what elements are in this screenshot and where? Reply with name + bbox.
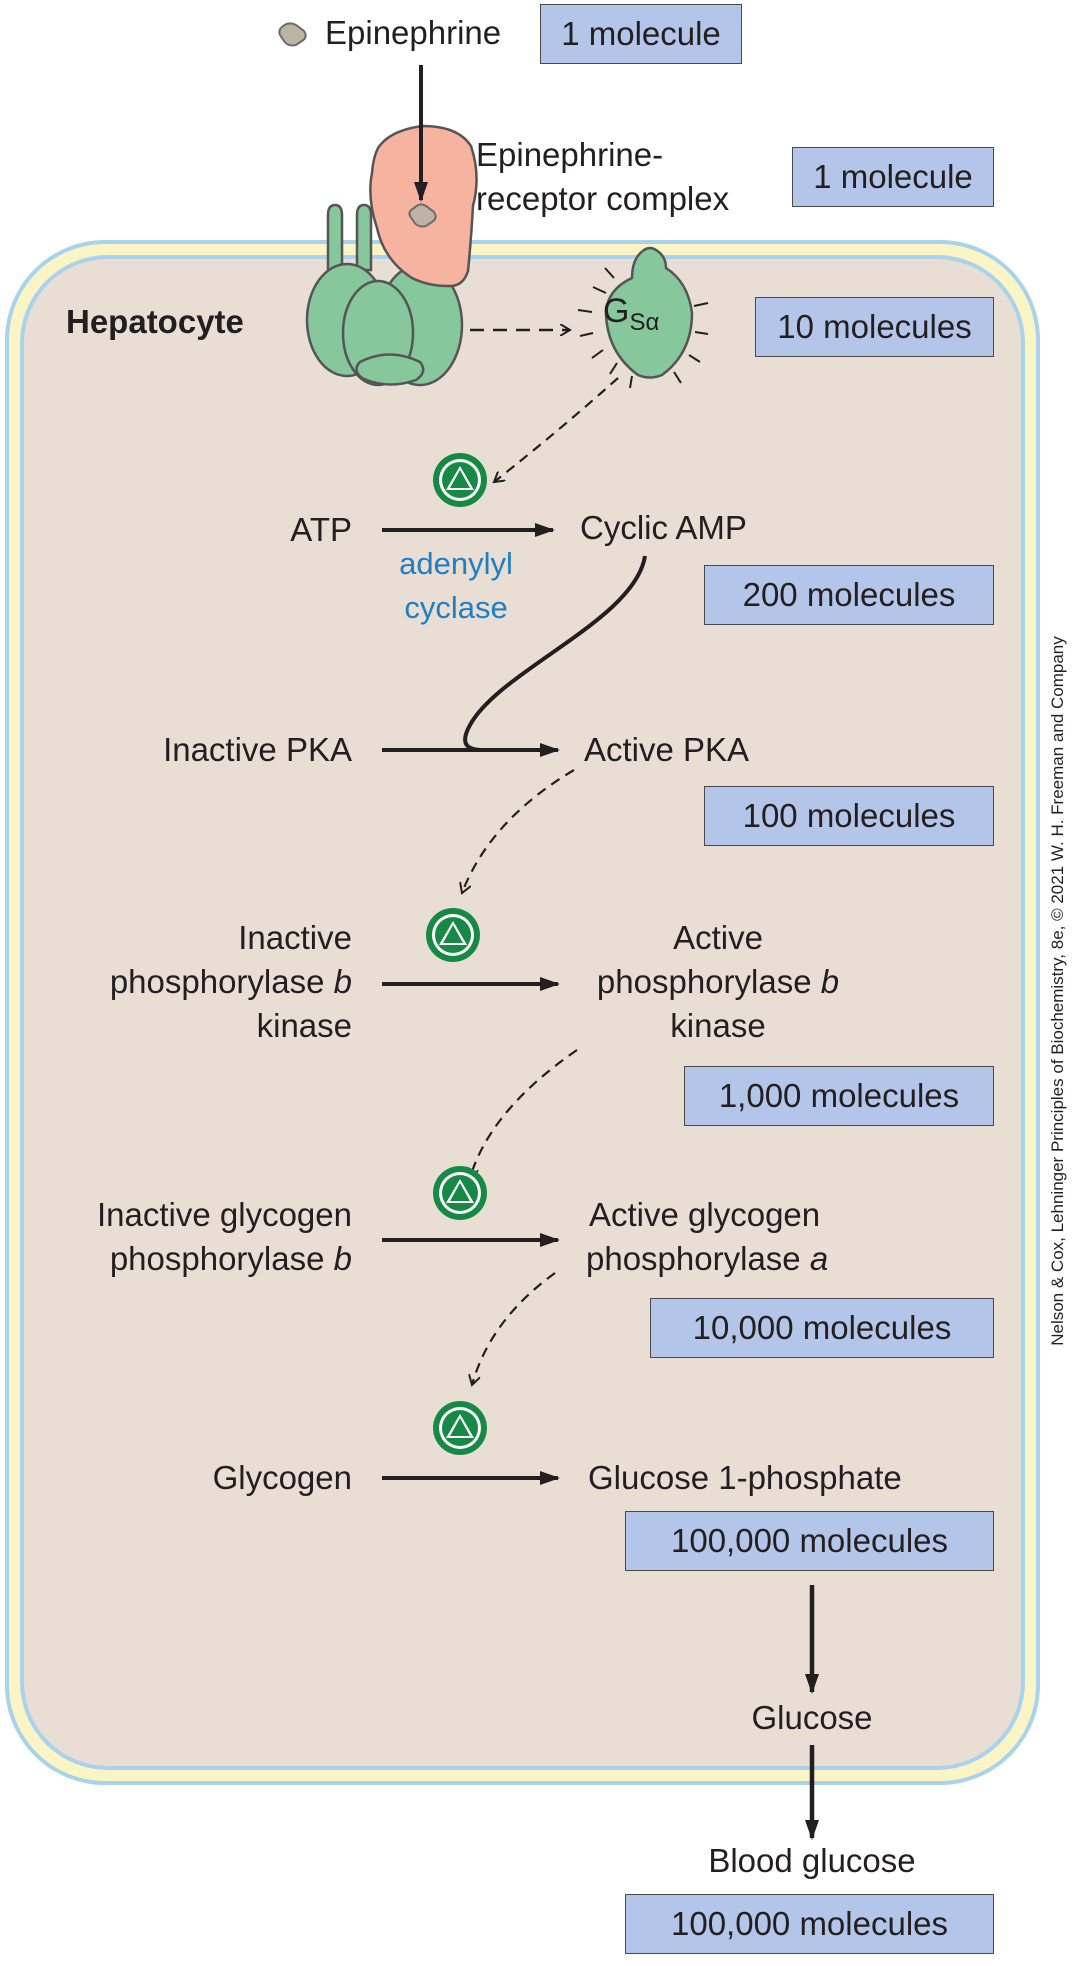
count-box-gp: 10,000 molecules bbox=[650, 1298, 994, 1358]
complex-label-line1: Epinephrine- bbox=[476, 136, 664, 173]
count-box-gs: 10 molecules bbox=[755, 297, 994, 357]
epinephrine-label: Epinephrine bbox=[325, 14, 502, 51]
inactive-gp-line2: phosphorylase b bbox=[109, 1240, 352, 1277]
enzyme-label-line1: adenylyl bbox=[399, 546, 513, 581]
inactive-gp-line1: Inactive glycogen bbox=[97, 1196, 352, 1233]
atp-label: ATP bbox=[290, 511, 352, 548]
active-gp-line2: phosphorylase a bbox=[586, 1240, 829, 1277]
count-box-camp: 200 molecules bbox=[704, 565, 994, 625]
count-box-complex: 1 molecule bbox=[792, 147, 994, 207]
count-box-epinephrine: 1 molecule bbox=[540, 4, 742, 64]
activation-icon bbox=[433, 453, 487, 507]
camp-label: Cyclic AMP bbox=[580, 509, 747, 546]
receptor-icon bbox=[305, 203, 464, 387]
active-kinase-line1: Active bbox=[673, 919, 763, 956]
inactive-kinase-line2: phosphorylase b bbox=[109, 963, 352, 1000]
count-box-g1p: 100,000 molecules bbox=[625, 1511, 994, 1571]
inactive-kinase-line3: kinase bbox=[256, 1007, 352, 1044]
active-kinase-line3: kinase bbox=[670, 1007, 766, 1044]
complex-label-line2: receptor complex bbox=[476, 180, 730, 217]
count-box-pka: 100 molecules bbox=[704, 786, 994, 846]
active-pka-label: Active PKA bbox=[584, 731, 750, 768]
cell-label: Hepatocyte bbox=[66, 303, 244, 340]
active-kinase-line2: phosphorylase b bbox=[596, 963, 840, 1000]
activation-icon bbox=[433, 1401, 487, 1455]
activation-icon bbox=[433, 1166, 487, 1220]
enzyme-label-line2: cyclase bbox=[404, 590, 508, 625]
inactive-pka-label: Inactive PKA bbox=[163, 731, 352, 768]
gs-alpha-icon bbox=[577, 246, 709, 389]
count-box-blood: 100,000 molecules bbox=[625, 1894, 994, 1954]
glucose-label: Glucose bbox=[751, 1699, 873, 1736]
activation-icon bbox=[426, 908, 480, 962]
inactive-kinase-line1: Inactive bbox=[238, 919, 352, 956]
count-box-kinase: 1,000 molecules bbox=[684, 1066, 994, 1126]
bound-epinephrine-icon bbox=[408, 203, 437, 228]
blood-glucose-label: Blood glucose bbox=[708, 1842, 916, 1879]
gs-alpha-label: GSα bbox=[603, 292, 660, 336]
g1p-label: Glucose 1-phosphate bbox=[588, 1459, 902, 1496]
hepatocyte-cell bbox=[5, 240, 1040, 1785]
credit-text: Nelson & Cox, Lehninger Principles of Bi… bbox=[1048, 636, 1067, 1346]
glycogen-label: Glycogen bbox=[212, 1459, 352, 1496]
active-gp-line1: Active glycogen bbox=[589, 1196, 821, 1233]
epinephrine-molecule-icon bbox=[278, 22, 307, 47]
